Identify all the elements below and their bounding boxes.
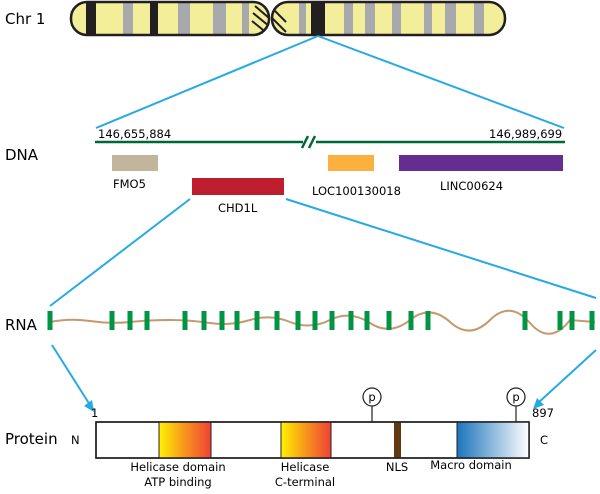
rna-exon [329,311,335,330]
rna-exon [201,311,207,330]
rna-exon [569,311,575,330]
c-terminus-label: C [540,433,548,447]
rna-exon [589,311,595,330]
phospho-label-2: p [512,390,519,404]
domain-label-macro: Macro domain [430,458,512,472]
rna-exon [386,311,392,330]
protein-label: Protein [5,430,58,448]
rna-exon [522,311,528,330]
gene-loc100130018-box [328,155,374,171]
rna-exon [312,311,318,330]
phospho-site-2: p [506,387,526,422]
rna-exon [182,311,188,330]
zoom-lines-chromosome-dna [95,35,565,129]
macro-domain [456,421,530,459]
domain-label-helicase-line1: Helicase domain [130,460,225,474]
rna-exon [254,311,260,330]
rna-exon [219,311,225,330]
helicase-atp-domain [158,421,212,459]
gene-fmo5-box [112,155,158,171]
rna-exon [295,311,301,330]
phospho-label-1: p [368,390,375,404]
rna-exon [47,311,53,330]
rna-exon [127,311,133,330]
domain-label-nls: NLS [386,460,408,474]
rna-exon [425,311,431,330]
helicase-c-terminal-domain [280,421,332,459]
domain-label-helicase-c-line1: Helicase [281,460,330,474]
dna-end-coordinate: 146,989,699 [489,127,562,141]
phospho-site-1: p [362,387,382,422]
rna-exon [144,311,150,330]
rna-exon [557,311,563,330]
chromosome-label: Chr 1 [5,10,45,28]
gene-fmo5-label: FMO5 [113,177,146,191]
protein-end-residue: 897 [532,406,554,420]
gene-linc00624-label: LINC00624 [440,179,503,193]
domain-label-helicase-line2: ATP binding [144,475,211,489]
rna-track [47,309,596,335]
n-terminus-label: N [71,433,80,447]
zoom-lines-dna-rna [49,198,597,307]
rna-exon [348,311,354,330]
rna-exon [408,311,414,330]
dna-track [95,135,565,149]
dna-label: DNA [5,146,39,164]
gene-linc00624-box [399,155,563,171]
nls-domain [394,422,401,458]
rna-exon [109,311,115,330]
rna-label: RNA [5,316,38,334]
domain-label-helicase-c-line2: C-terminal [275,475,335,489]
gene-chd1l-box [192,178,284,195]
rna-exon [274,311,280,330]
protein-diagram [95,421,530,459]
protein-start-residue: 1 [91,406,98,420]
rna-exon [364,311,370,330]
gene-loc100130018-label: LOC100130018 [312,184,401,198]
chromosome-ideogram [69,0,507,37]
rna-exon [234,311,240,330]
zoom-arrows-rna-protein [51,344,597,412]
dna-start-coordinate: 146,655,884 [98,127,171,141]
gene-chd1l-label: CHD1L [218,201,258,215]
